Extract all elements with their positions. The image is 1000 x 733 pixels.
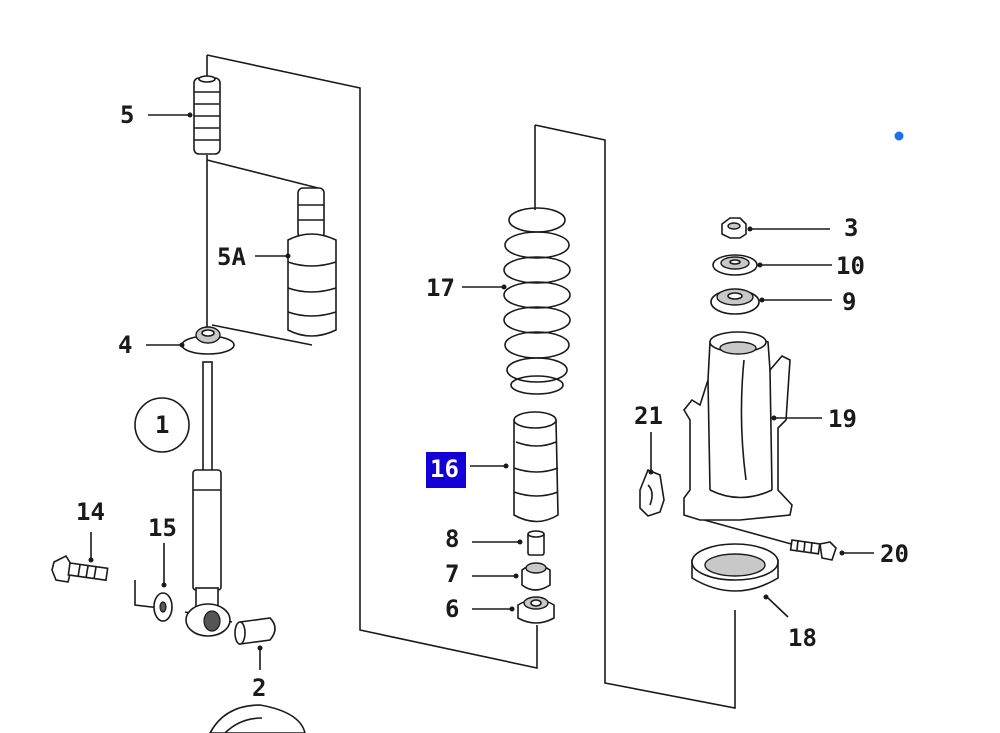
label-16[interactable]: 16: [430, 455, 459, 483]
part-21-clip[interactable]: [639, 468, 665, 517]
label-5[interactable]: 5: [120, 101, 134, 129]
part-5a-bump-stop-boot[interactable]: [287, 187, 337, 337]
label-20[interactable]: 20: [880, 540, 909, 568]
part-6-lower-bushing[interactable]: [517, 596, 555, 624]
label-4[interactable]: 4: [118, 331, 132, 359]
label-5a[interactable]: 5A: [217, 243, 246, 271]
body-part-partial: [209, 704, 306, 733]
part-9-top-mount[interactable]: [710, 288, 760, 315]
part-10-washer[interactable]: [712, 254, 758, 276]
part-2-bushing[interactable]: [234, 617, 276, 645]
part-15-washer[interactable]: [153, 592, 173, 622]
part-20-bolt[interactable]: [789, 539, 837, 561]
part-7-bushing[interactable]: [521, 562, 551, 591]
part-3-nut[interactable]: [721, 217, 747, 239]
label-6[interactable]: 6: [445, 595, 459, 623]
label-2[interactable]: 2: [252, 674, 266, 702]
leader-lines: [88, 112, 874, 670]
label-1[interactable]: 1: [155, 411, 169, 439]
part-19-spring-housing[interactable]: [683, 331, 793, 521]
part-8-spacer[interactable]: [527, 530, 545, 556]
part-5-bump-stop[interactable]: [193, 75, 221, 155]
item-1-circle: [134, 397, 190, 453]
label-18[interactable]: 18: [788, 624, 817, 652]
part-4-upper-seat[interactable]: [181, 326, 235, 355]
part-1-shock-absorber[interactable]: [185, 361, 231, 637]
label-3[interactable]: 3: [844, 214, 858, 242]
label-8[interactable]: 8: [445, 525, 459, 553]
assembly-lines: [134, 54, 796, 709]
label-10[interactable]: 10: [836, 252, 865, 280]
part-17-coil-spring[interactable]: [503, 207, 571, 395]
selected-part-highlight: [426, 452, 466, 488]
label-21[interactable]: 21: [634, 402, 663, 430]
label-15[interactable]: 15: [148, 514, 177, 542]
blue-dot-icon: [894, 131, 904, 141]
label-14[interactable]: 14: [76, 498, 105, 526]
label-7[interactable]: 7: [445, 560, 459, 588]
label-9[interactable]: 9: [842, 288, 856, 316]
label-19[interactable]: 19: [828, 405, 857, 433]
part-16-spring-boot[interactable]: [513, 411, 559, 523]
part-18-spring-seat[interactable]: [691, 543, 779, 592]
label-17[interactable]: 17: [426, 274, 455, 302]
part-14-bolt[interactable]: [51, 554, 109, 583]
part-labels: 5 5A 4 1 14 15 2 17 16 8 7 6 3 10 9 19 2…: [76, 101, 909, 702]
